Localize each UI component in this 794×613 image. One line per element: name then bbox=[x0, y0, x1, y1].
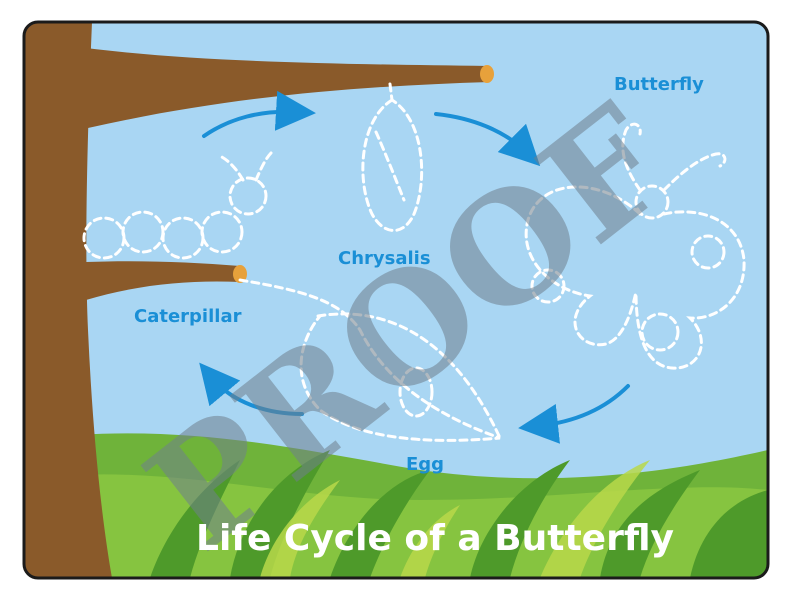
leaf-egg-trace bbox=[238, 278, 502, 442]
label-egg: Egg bbox=[406, 454, 444, 475]
tree-trunk bbox=[24, 22, 112, 578]
upper-branch bbox=[86, 48, 490, 128]
label-chrysalis: Chrysalis bbox=[338, 248, 431, 269]
upper-branch-end bbox=[480, 65, 494, 83]
cycle-arrows bbox=[199, 90, 630, 444]
poster-title: Life Cycle of a Butterfly bbox=[196, 518, 674, 559]
lower-branch-end bbox=[233, 265, 247, 283]
chrysalis-trace bbox=[361, 82, 424, 232]
label-butterfly: Butterfly bbox=[614, 74, 704, 95]
poster-frame bbox=[22, 20, 770, 580]
caterpillar-trace bbox=[82, 150, 274, 260]
butterfly-trace bbox=[524, 122, 746, 370]
lower-branch bbox=[86, 261, 240, 300]
label-caterpillar: Caterpillar bbox=[134, 306, 242, 327]
grass-highlights bbox=[260, 460, 650, 578]
grass-blades bbox=[150, 450, 768, 578]
